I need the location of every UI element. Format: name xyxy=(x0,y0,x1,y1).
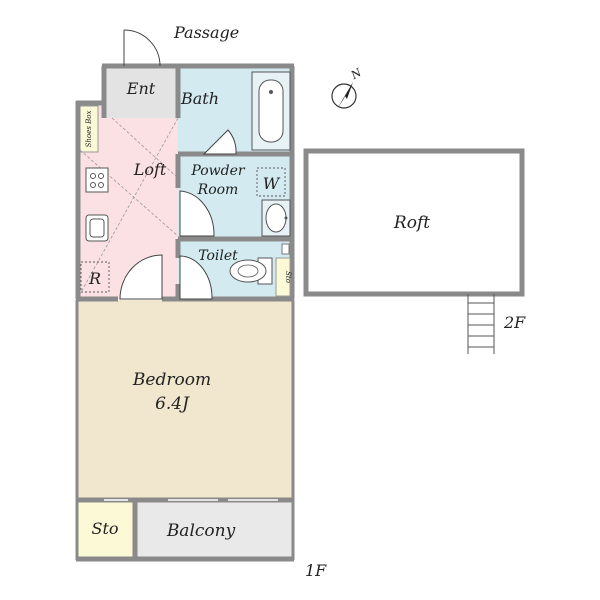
toilet-label: Toilet xyxy=(198,248,238,264)
powder-room-door[interactable] xyxy=(179,190,215,237)
compass-icon xyxy=(331,82,357,109)
bedroom-door[interactable] xyxy=(119,254,163,300)
bedroom-label: Bedroom xyxy=(132,370,211,390)
bedroom-size-label: 6.4J xyxy=(155,394,190,414)
bedroom-floor xyxy=(78,300,292,500)
stove-icon xyxy=(85,167,109,193)
toilet-storage xyxy=(275,257,291,297)
entrance-door[interactable] xyxy=(123,29,161,67)
floor2-label: 2F xyxy=(503,313,526,332)
refrigerator-space xyxy=(80,261,110,293)
loft-diagonal xyxy=(79,117,179,295)
sink-icon xyxy=(85,214,109,242)
toilet-icon xyxy=(229,257,273,285)
balcony-floor xyxy=(136,502,292,559)
entrance-label: Ent xyxy=(126,79,156,98)
loft-label: Loft xyxy=(133,160,167,179)
passage-label: Passage xyxy=(173,23,239,42)
toilet-door[interactable] xyxy=(179,255,213,300)
powder-room-label: Powder xyxy=(190,163,246,179)
balcony-label: Balcony xyxy=(166,521,236,541)
entrance-floor xyxy=(104,66,178,118)
washer-space xyxy=(256,167,286,197)
small-window xyxy=(281,243,290,255)
bath-label: Bath xyxy=(180,89,219,108)
washbasin-icon xyxy=(261,199,291,237)
floor1-label: 1F xyxy=(305,561,327,580)
ladder xyxy=(467,294,495,354)
washer-label: W xyxy=(263,174,281,193)
storage-floor xyxy=(78,502,134,559)
roft-room xyxy=(303,148,525,297)
walls xyxy=(75,63,295,562)
bathtub-icon xyxy=(251,71,291,151)
toilet-storage-label: Sto xyxy=(284,271,292,283)
storage-label: Sto xyxy=(91,519,118,538)
bath-door[interactable] xyxy=(202,129,237,155)
exterior-walls xyxy=(75,300,295,560)
loft-diagonal xyxy=(79,149,179,237)
north-label: N xyxy=(348,66,364,83)
refrigerator-label: R xyxy=(88,269,101,288)
powder-room-label: Room xyxy=(197,182,239,198)
roft-label: Roft xyxy=(393,213,430,233)
shoes-box-label: Shoes Box xyxy=(85,111,93,148)
